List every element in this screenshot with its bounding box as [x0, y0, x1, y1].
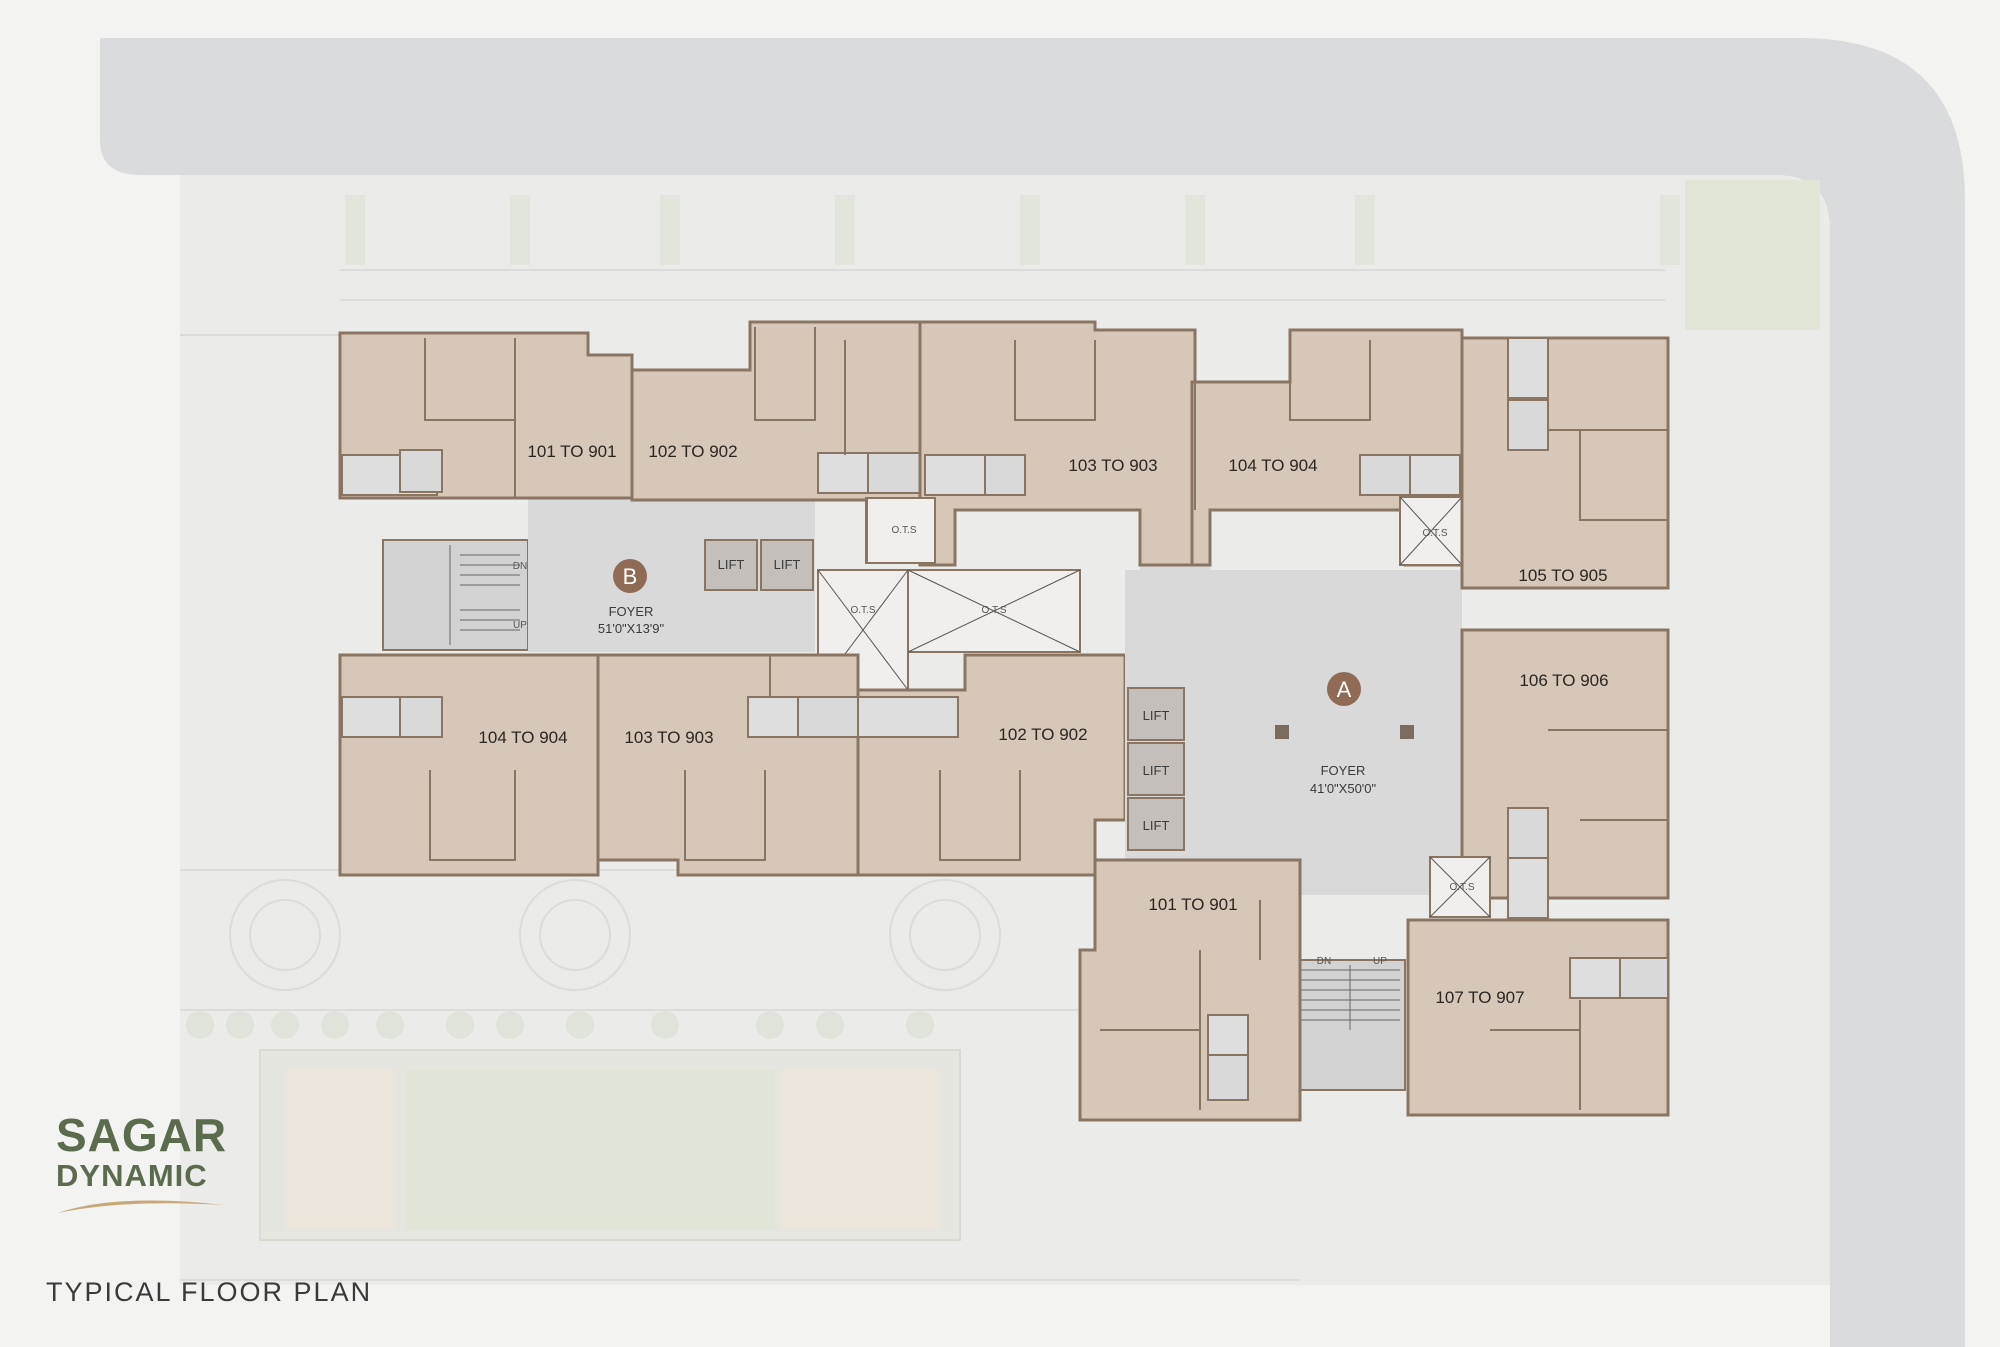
foyer-b-label: FOYER [609, 604, 654, 619]
unit-label-104-lower: 104 TO 904 [478, 728, 567, 747]
brand-line2: DYNAMIC [56, 1158, 208, 1193]
brand-logo: SAGAR DYNAMIC [56, 1112, 246, 1217]
foyer-a-badge [1327, 672, 1361, 706]
lift-label: LIFT [1143, 818, 1170, 833]
unit-label-102-lower: 102 TO 902 [998, 725, 1087, 744]
unit-label-106: 106 TO 906 [1519, 671, 1608, 690]
foyer-b-badge [613, 559, 647, 593]
stair-up-label: UP [1373, 956, 1387, 967]
ots-label: O.T.S [981, 605, 1006, 616]
ots-label: O.T.S [850, 605, 875, 616]
foyer-b-size: 51'0"X13'9" [598, 621, 665, 636]
foyer-a-label: FOYER [1321, 763, 1366, 778]
unit-label-104-upper: 104 TO 904 [1228, 456, 1317, 475]
lift-label: LIFT [1143, 763, 1170, 778]
ots-label: O.T.S [891, 525, 916, 536]
ots-label: O.T.S [1422, 528, 1447, 539]
stair-up-label: UP [513, 620, 527, 631]
brand-line1: SAGAR [56, 1109, 228, 1161]
unit-label-103-lower: 103 TO 903 [624, 728, 713, 747]
stair-dn-label: DN [1317, 956, 1331, 967]
foyer-b-badge-text: B [623, 564, 638, 589]
lift-label: LIFT [718, 557, 745, 572]
brand-swoosh [58, 1200, 224, 1213]
plan-caption: TYPICAL FLOOR PLAN [46, 1277, 373, 1307]
foyer-a-badge-text: A [1337, 677, 1352, 702]
unit-label-103-upper: 103 TO 903 [1068, 456, 1157, 475]
unit-label-102-upper: 102 TO 902 [648, 442, 737, 461]
unit-label-101-lower: 101 TO 901 [1148, 895, 1237, 914]
lift-label: LIFT [1143, 708, 1170, 723]
lift-label: LIFT [774, 557, 801, 572]
foyer-a-size: 41'0"X50'0" [1310, 781, 1377, 796]
unit-label-105: 105 TO 905 [1518, 566, 1607, 585]
ots-label: O.T.S [1449, 882, 1474, 893]
road [100, 38, 1965, 1347]
unit-label-107: 107 TO 907 [1435, 988, 1524, 1007]
unit-label-101-upper: 101 TO 901 [527, 442, 616, 461]
stair-dn-label: DN [513, 561, 527, 572]
